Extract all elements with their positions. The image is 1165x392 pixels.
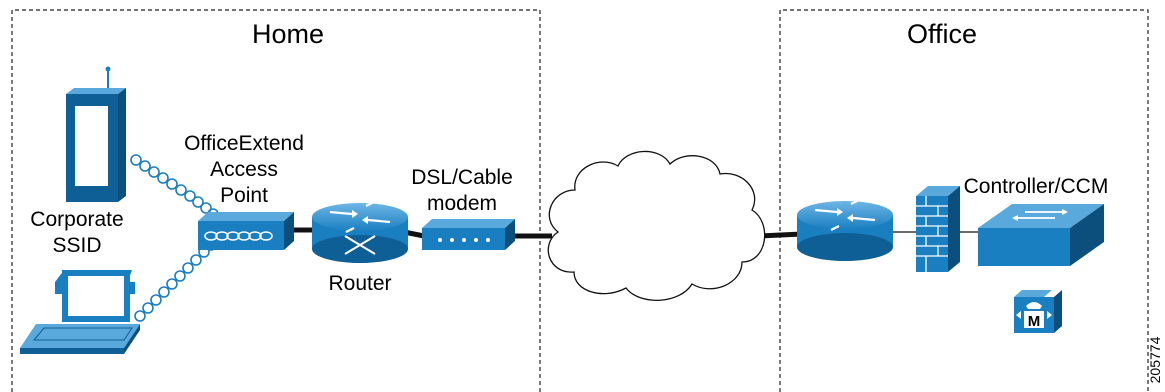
home-zone-label: Home [252,19,324,49]
office-router-icon [797,199,893,261]
access-point-label-line1: OfficeExtend [184,132,304,155]
modem-label-line1: DSL/Cable [411,166,513,189]
office-zone-border [779,9,1149,392]
home-zone-border [11,9,541,392]
access-point-label-line2: Access [210,158,278,181]
firewall-icon [916,186,960,272]
corporate-ssid-label-line1: Corporate [30,208,123,231]
corporate-ssid-label-line2: SSID [52,234,101,257]
router-icon [312,201,408,263]
office-zone-label: Office [907,19,977,49]
switch-icon [978,204,1104,266]
cordless-phone-icon [66,66,126,202]
modem-label-line2: modem [427,192,497,215]
wireless-link-phone [130,154,219,220]
router-label: Router [328,272,391,295]
figure-id: 205774 [1147,336,1163,383]
controller-label: Controller/CCM [964,175,1109,198]
laptop-icon [20,270,140,354]
cloud-icon [547,150,766,301]
call-manager-letter: M [1028,313,1041,330]
call-manager-icon: M [1014,290,1062,333]
modem-icon [422,219,515,250]
access-point-icon [198,212,294,250]
wireless-link-laptop [134,239,217,322]
access-point-label-line3: Point [220,184,268,207]
